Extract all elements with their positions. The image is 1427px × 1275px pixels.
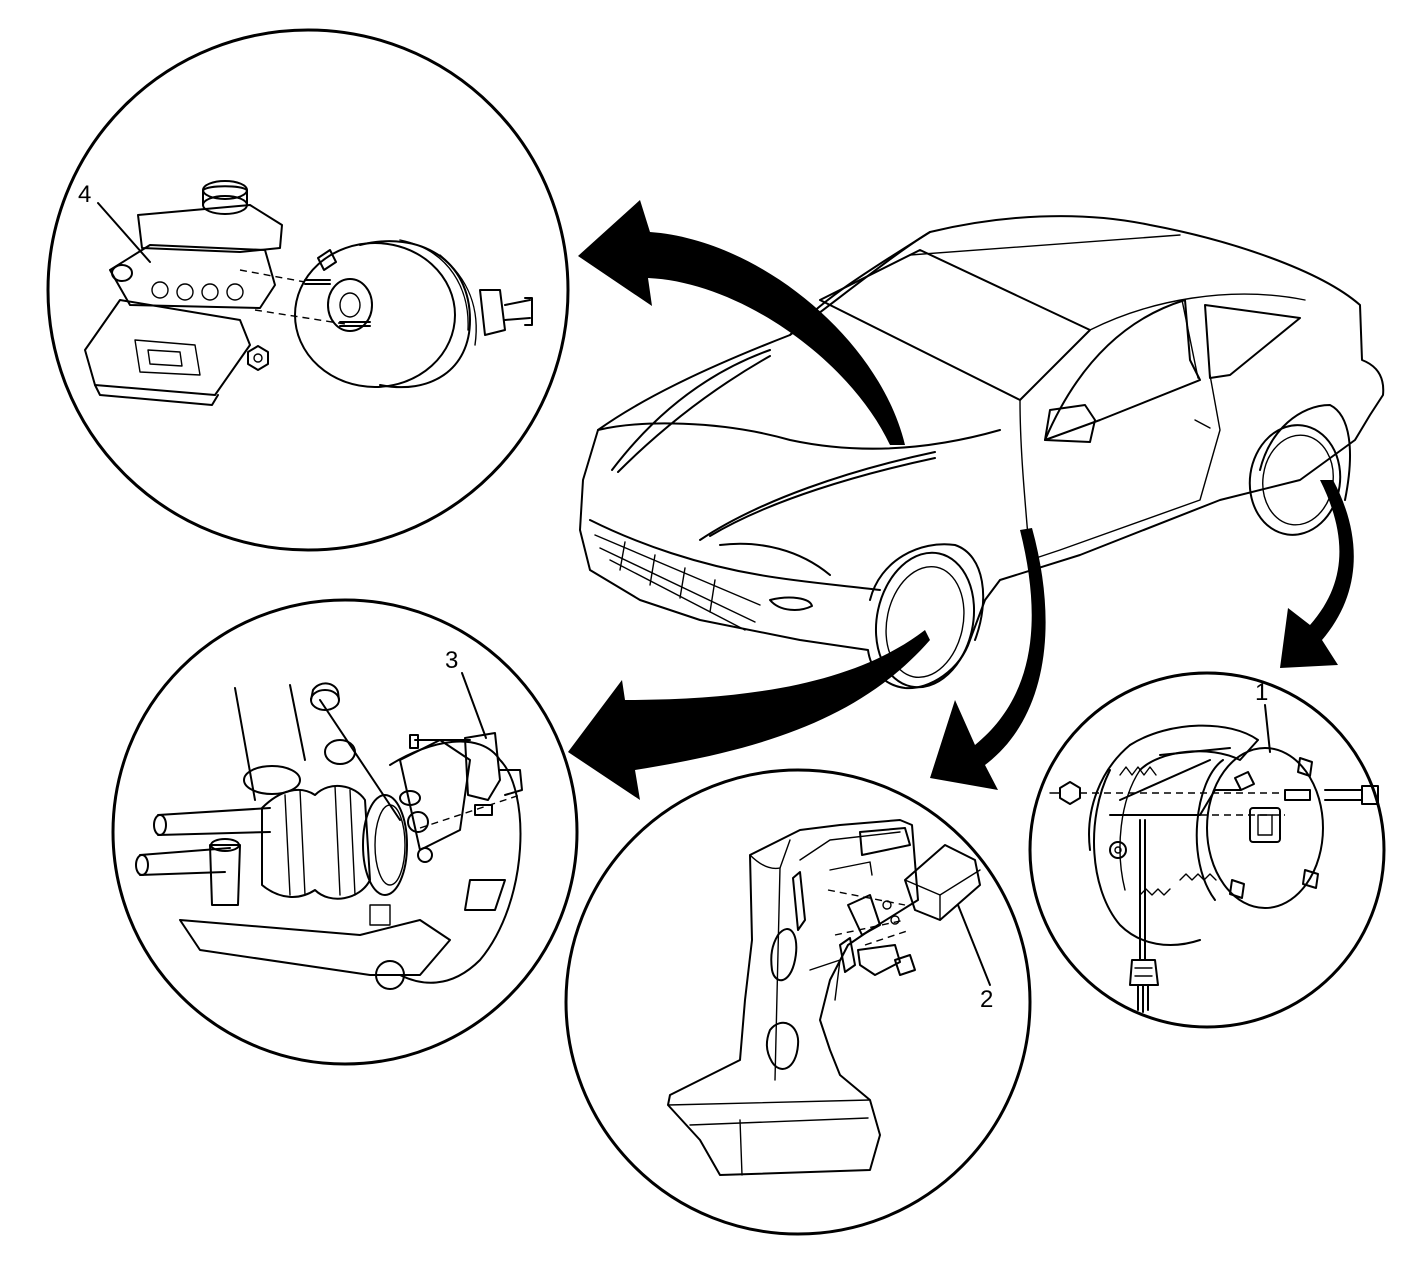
detail-circle-rear-wheel-speed-sensor: 1 bbox=[1028, 671, 1386, 1029]
detail-circle-control-module: 2 bbox=[564, 768, 1032, 1236]
detail-circle-front-wheel-speed-sensor: 3 bbox=[111, 598, 579, 1066]
pointer-arrows bbox=[568, 200, 1354, 800]
arrow-to-brake-modulator bbox=[578, 200, 905, 445]
callout-2: 2 bbox=[980, 986, 993, 1013]
arrow-to-rear-wheel-sensor bbox=[1280, 480, 1354, 668]
callout-1: 1 bbox=[1255, 679, 1268, 706]
vehicle-illustration bbox=[579, 215, 1385, 690]
detail-circle-brake-modulator: 4 bbox=[46, 28, 570, 552]
callout-4: 4 bbox=[78, 181, 91, 208]
arrow-to-control-module bbox=[930, 528, 1046, 790]
callout-3: 3 bbox=[445, 647, 458, 674]
arrow-to-front-wheel-sensor bbox=[568, 630, 930, 800]
